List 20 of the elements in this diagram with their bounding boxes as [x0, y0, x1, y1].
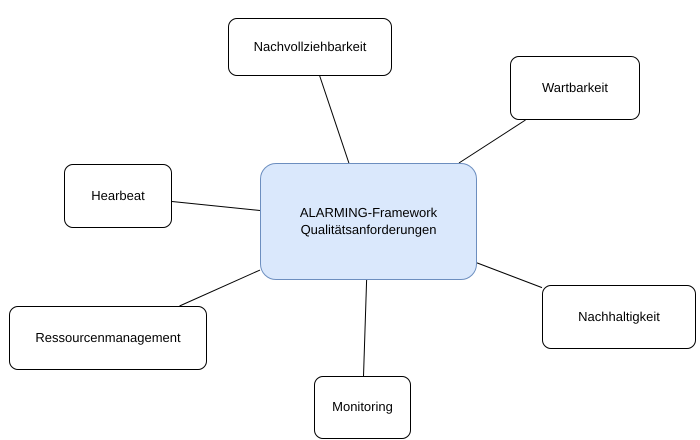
topic-box — [64, 164, 172, 228]
topic-label: Nachvollziehbarkeit — [254, 38, 366, 56]
connector-line — [476, 262, 542, 288]
topic-box — [314, 376, 411, 439]
topic-label: Monitoring — [332, 399, 393, 416]
central-topic-box — [260, 163, 477, 280]
connector-line — [179, 270, 260, 306]
topic-label: Wartbarkeit — [542, 80, 608, 96]
topic-box — [228, 18, 392, 76]
topic-label: Ressourcenmanagement — [35, 330, 181, 346]
topic-label: ALARMING-Framework Qualitätsanforderungen — [298, 205, 438, 238]
connector-line — [363, 280, 368, 376]
topic-box — [510, 56, 640, 120]
topic-box — [542, 285, 696, 349]
topic-label: Nachhaltigkeit — [578, 308, 660, 326]
connector-line — [319, 76, 350, 164]
topic-box — [9, 306, 207, 370]
topic-label: Hearbeat — [91, 188, 145, 204]
connector-line — [458, 120, 526, 164]
connector-line — [172, 201, 260, 211]
